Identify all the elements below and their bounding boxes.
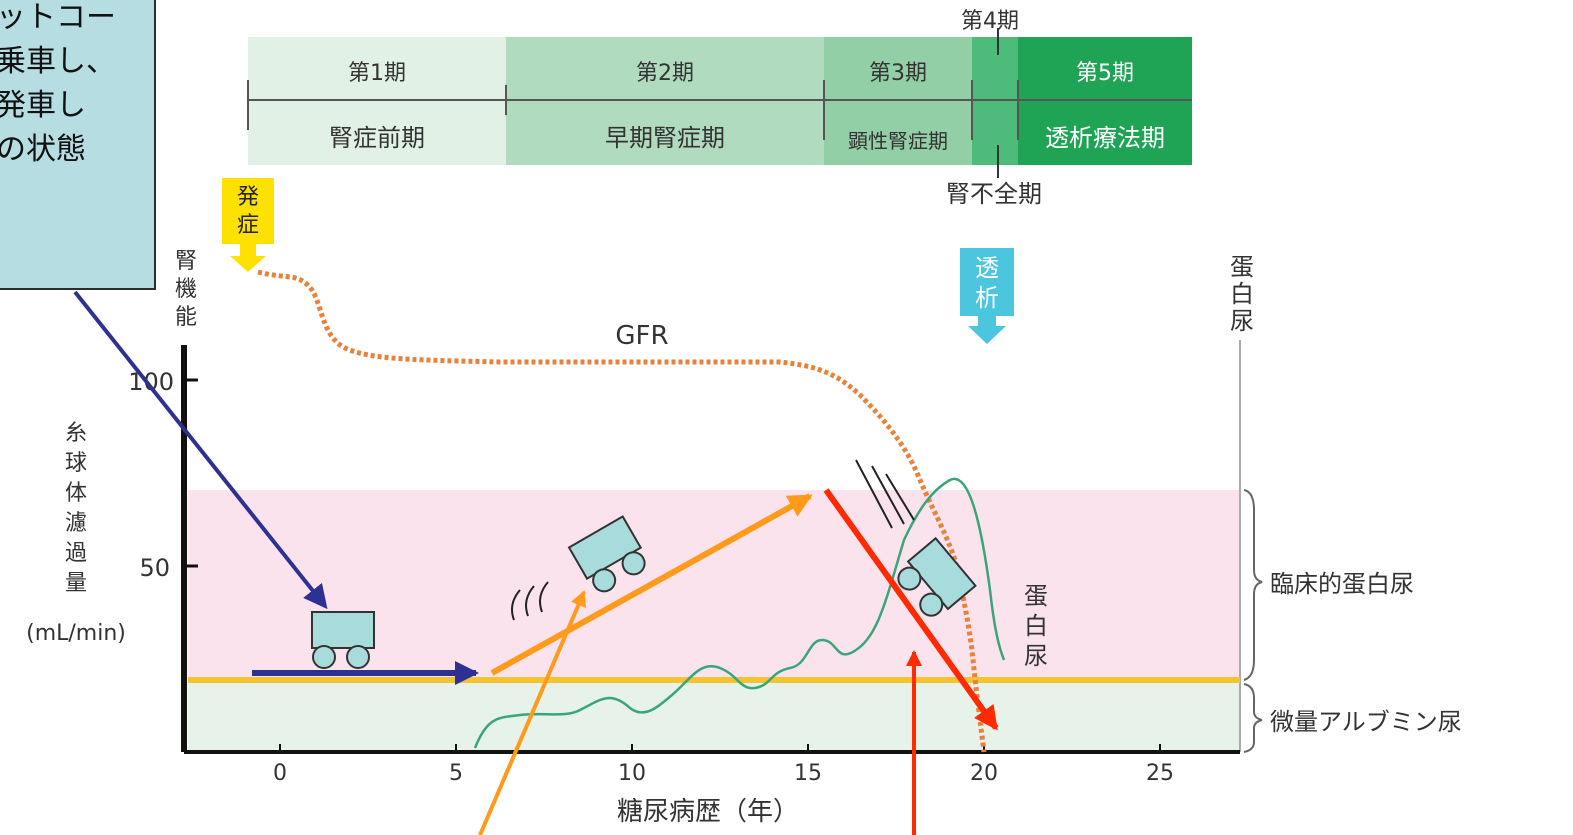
stage-4-title: 第4期	[961, 9, 1019, 34]
stage-1-title: 第1期	[348, 61, 406, 86]
stage-3-title: 第3期	[869, 61, 927, 86]
y-label-char-6: 量	[65, 571, 87, 596]
onset-char-2: 症	[237, 213, 259, 238]
stage-1-subtitle: 腎症前期	[329, 124, 425, 152]
callout-line-2: 乗車し、	[0, 44, 116, 79]
proteinuria-curve	[473, 477, 1006, 749]
stage-5-subtitle: 透析療法期	[1045, 124, 1165, 152]
dialysis-char-2: 析	[975, 284, 999, 312]
proteinuria-char-1: 蛋	[1024, 582, 1048, 610]
callout-line-1: ットコー	[0, 0, 116, 35]
x-axis-label: 糖尿病歴（年）	[617, 797, 799, 827]
callout-line-4: の状態	[0, 132, 86, 167]
stage-2-subtitle: 早期腎症期	[605, 124, 725, 152]
cart-flat	[311, 611, 375, 669]
stage-bar: 第1期 第2期 第3期 第5期 腎症前期 早期腎症期 顕性腎症期 透析療法期 第…	[247, 9, 1192, 208]
cart-falling	[897, 536, 977, 617]
y-label-char-2: 球	[65, 451, 87, 476]
gfr-label: GFR	[615, 321, 668, 351]
x-tick-0: 0	[273, 761, 287, 786]
stage-2-title: 第2期	[636, 61, 694, 86]
renal-function-char-3: 能	[175, 305, 197, 330]
clinical-proteinuria-band	[188, 490, 1240, 680]
stage-5-title: 第5期	[1076, 61, 1134, 86]
y-label-char-5: 過	[65, 541, 87, 566]
speed-lines-falling	[855, 459, 915, 529]
clinical-bracket	[1243, 489, 1263, 681]
y-tick-100: 100	[128, 368, 174, 396]
proteinuria-char-3: 尿	[1024, 642, 1048, 670]
renal-failure-label: 腎不全期	[946, 180, 1042, 208]
x-tick-20: 20	[970, 761, 998, 786]
falling-phase-arrow	[823, 488, 999, 731]
onset-marker: 発 症	[222, 178, 274, 272]
clinical-proteinuria-label: 臨床的蛋白尿	[1270, 570, 1414, 598]
proteinuria-char-2: 白	[1024, 612, 1048, 640]
microalbuminuria-label: 微量アルブミン尿	[1270, 708, 1462, 736]
motion-marks-rising	[511, 581, 549, 621]
renal-function-char-2: 機	[175, 277, 197, 302]
y-label-char-1: 糸	[65, 421, 87, 446]
onset-char-1: 発	[237, 185, 259, 210]
y-label-char-3: 体	[65, 481, 87, 506]
dialysis-char-1: 透	[975, 254, 999, 282]
callout-box: ットコー 乗車し、 発車し の状態	[0, 0, 156, 290]
dialysis-marker: 透 析	[960, 248, 1014, 344]
hyperfiltration-pointer-arrow	[478, 590, 586, 835]
stage-3-subtitle: 顕性腎症期	[848, 129, 948, 153]
y-label-char-4: 濾	[65, 511, 87, 536]
x-tick-25: 25	[1146, 761, 1174, 786]
proteinuria-axis-char-1: 蛋	[1230, 253, 1254, 281]
rising-phase-arrow	[490, 493, 813, 676]
gfr-curve	[257, 269, 987, 753]
callout-line-3: 発車し	[0, 88, 86, 123]
proteinuria-axis-char-3: 尿	[1230, 307, 1254, 335]
callout-pointer-arrow	[73, 290, 328, 610]
x-tick-15: 15	[794, 761, 822, 786]
proteinuria-axis-char-2: 白	[1230, 280, 1254, 308]
cart-rising	[567, 515, 646, 593]
micro-bracket	[1243, 683, 1263, 753]
y-tick-50: 50	[139, 554, 170, 582]
microalbuminuria-band	[188, 680, 1240, 750]
x-tick-10: 10	[618, 761, 646, 786]
y-unit-label: (mL/min)	[26, 621, 126, 646]
x-tick-5: 5	[449, 761, 463, 786]
renal-function-char-1: 腎	[175, 249, 197, 274]
